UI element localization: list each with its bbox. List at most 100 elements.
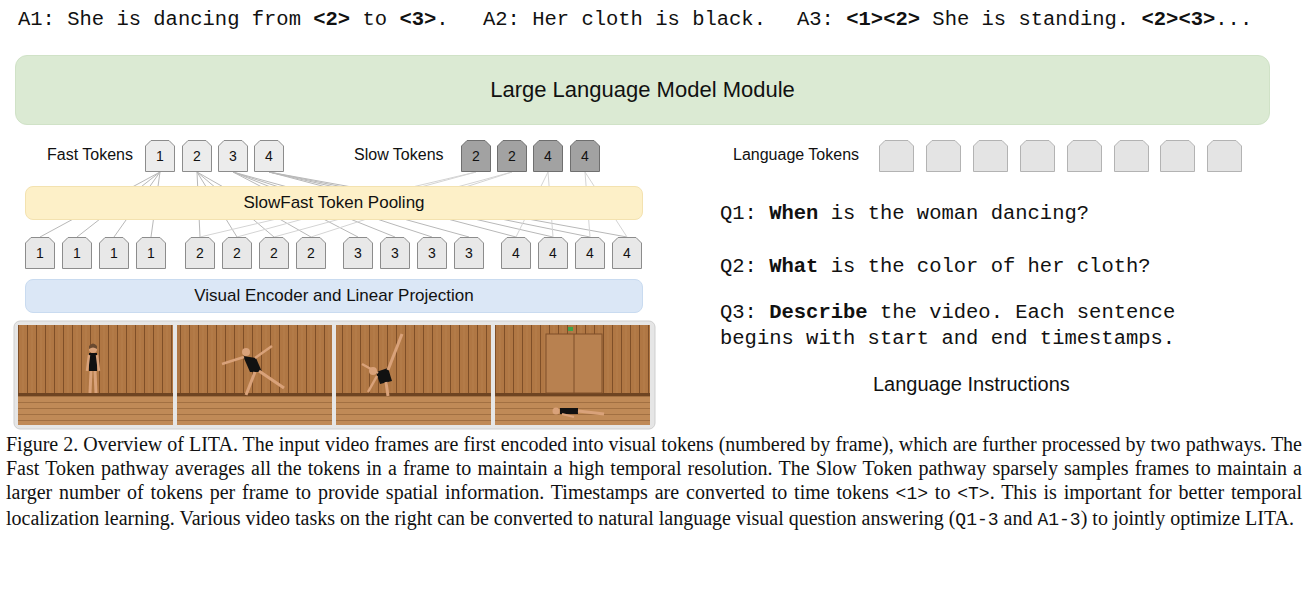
answer-text: A3: <1><2> She is standing. <2><3>... xyxy=(797,8,1252,31)
language-token xyxy=(974,141,1008,172)
language-token xyxy=(1115,141,1149,172)
token-number: 4 xyxy=(549,245,557,261)
frame-strip xyxy=(14,321,655,429)
text-run: Describe xyxy=(769,301,867,324)
text-run: to xyxy=(928,481,957,503)
text-run: <3> xyxy=(399,8,436,31)
token-number: 2 xyxy=(508,148,516,164)
pooling-band: SlowFast Token Pooling xyxy=(25,186,643,220)
language-token xyxy=(927,141,961,172)
figure-caption: Figure 2. Overview of LITA. The input vi… xyxy=(6,432,1302,532)
visual-token: 2 xyxy=(222,237,252,269)
text-run: Q1: xyxy=(720,202,769,225)
text-run: to xyxy=(350,8,399,31)
answer-text: A2: Her cloth is black. xyxy=(483,8,766,31)
text-run: <1> xyxy=(896,484,928,504)
text-run: Language Tokens xyxy=(733,146,859,163)
text-run: Q2: xyxy=(720,255,769,278)
visual-token: 2 xyxy=(296,237,326,269)
token-number: 3 xyxy=(428,245,436,261)
fast-token: 1 xyxy=(145,140,175,172)
token-number: 2 xyxy=(193,148,201,164)
text-run: ) to jointly optimize LITA. xyxy=(1081,507,1294,529)
visual-token: 1 xyxy=(99,237,129,269)
text-run: Fast Tokens xyxy=(47,146,133,163)
text-run: Slow Tokens xyxy=(354,146,444,163)
text-run: <2> xyxy=(1141,8,1178,31)
token-number: 4 xyxy=(623,245,631,261)
token-number: 1 xyxy=(110,245,118,261)
visual-token: 3 xyxy=(454,237,484,269)
token-number: 4 xyxy=(544,148,552,164)
language-token xyxy=(880,141,914,172)
text-run: <2> xyxy=(313,8,350,31)
token-number: 2 xyxy=(270,245,278,261)
token-number: 2 xyxy=(472,148,480,164)
video-frame xyxy=(495,325,650,425)
text-run: Language Instructions xyxy=(873,373,1070,395)
pathway-label: Fast Tokens xyxy=(47,146,133,164)
slow-token: 2 xyxy=(461,140,491,172)
question-text: Q1: When is the woman dancing? xyxy=(720,202,1089,225)
token-number: 2 xyxy=(233,245,241,261)
band-label: Visual Encoder and Linear Projection xyxy=(194,286,473,306)
token-number: 3 xyxy=(391,245,399,261)
question-text: Q3: Describe the video. Each sentence be… xyxy=(720,300,1200,352)
text-run: . xyxy=(436,8,448,31)
visual-token: 3 xyxy=(343,237,373,269)
text-run: What xyxy=(769,255,818,278)
token-number: 4 xyxy=(265,148,273,164)
text-run: When xyxy=(769,202,818,225)
visual-token: 1 xyxy=(62,237,92,269)
text-run: <T> xyxy=(957,484,989,504)
token-number: 1 xyxy=(156,148,164,164)
text-run: is the woman dancing? xyxy=(818,202,1089,225)
token-number: 2 xyxy=(196,245,204,261)
token-number: 3 xyxy=(354,245,362,261)
language-token xyxy=(1068,141,1102,172)
text-run: ... xyxy=(1215,8,1252,31)
visual-token: 2 xyxy=(185,237,215,269)
answer-text: A1: She is dancing from <2> to <3>. xyxy=(18,8,449,31)
language-token xyxy=(1021,141,1055,172)
text-run: A1-3 xyxy=(1037,510,1080,530)
question-text: Q2: What is the color of her cloth? xyxy=(720,255,1151,278)
visual-token: 4 xyxy=(612,237,642,269)
token-number: 4 xyxy=(581,148,589,164)
visual-token: 1 xyxy=(136,237,166,269)
video-frame xyxy=(177,325,332,425)
token-number: 2 xyxy=(307,245,315,261)
visual-token: 4 xyxy=(538,237,568,269)
token-number: 1 xyxy=(147,245,155,261)
language-token xyxy=(1208,141,1242,172)
video-frames xyxy=(14,321,655,429)
text-run: <2> xyxy=(883,8,920,31)
pathway-label: Language Tokens xyxy=(733,146,859,164)
visual-token: 3 xyxy=(417,237,447,269)
token-number: 1 xyxy=(36,245,44,261)
llm-module-band: Large Language Model Module xyxy=(15,55,1270,125)
video-frame xyxy=(336,325,491,425)
token-number: 3 xyxy=(229,148,237,164)
token-number: 4 xyxy=(512,245,520,261)
text-run: Q3: xyxy=(720,301,769,324)
band-label: SlowFast Token Pooling xyxy=(243,193,424,213)
band-label: Large Language Model Module xyxy=(490,77,795,103)
text-run: is the color of her cloth? xyxy=(818,255,1150,278)
text-run: A3: xyxy=(797,8,846,31)
token-connector xyxy=(233,172,432,237)
pathway-label: Slow Tokens xyxy=(354,146,444,164)
language-tokens xyxy=(880,141,1242,172)
token-number: 3 xyxy=(465,245,473,261)
text-run: <1> xyxy=(846,8,883,31)
text-run: and xyxy=(999,507,1038,529)
text-run: Q1-3 xyxy=(955,510,998,530)
language-token xyxy=(1161,141,1195,172)
token-number: 1 xyxy=(73,245,81,261)
token-number: 4 xyxy=(586,245,594,261)
text-run: A1: She is dancing from xyxy=(18,8,313,31)
visual-token: 4 xyxy=(501,237,531,269)
visual-token: 1 xyxy=(25,237,55,269)
fast-token: 2 xyxy=(182,140,212,172)
slow-token: 4 xyxy=(570,140,600,172)
